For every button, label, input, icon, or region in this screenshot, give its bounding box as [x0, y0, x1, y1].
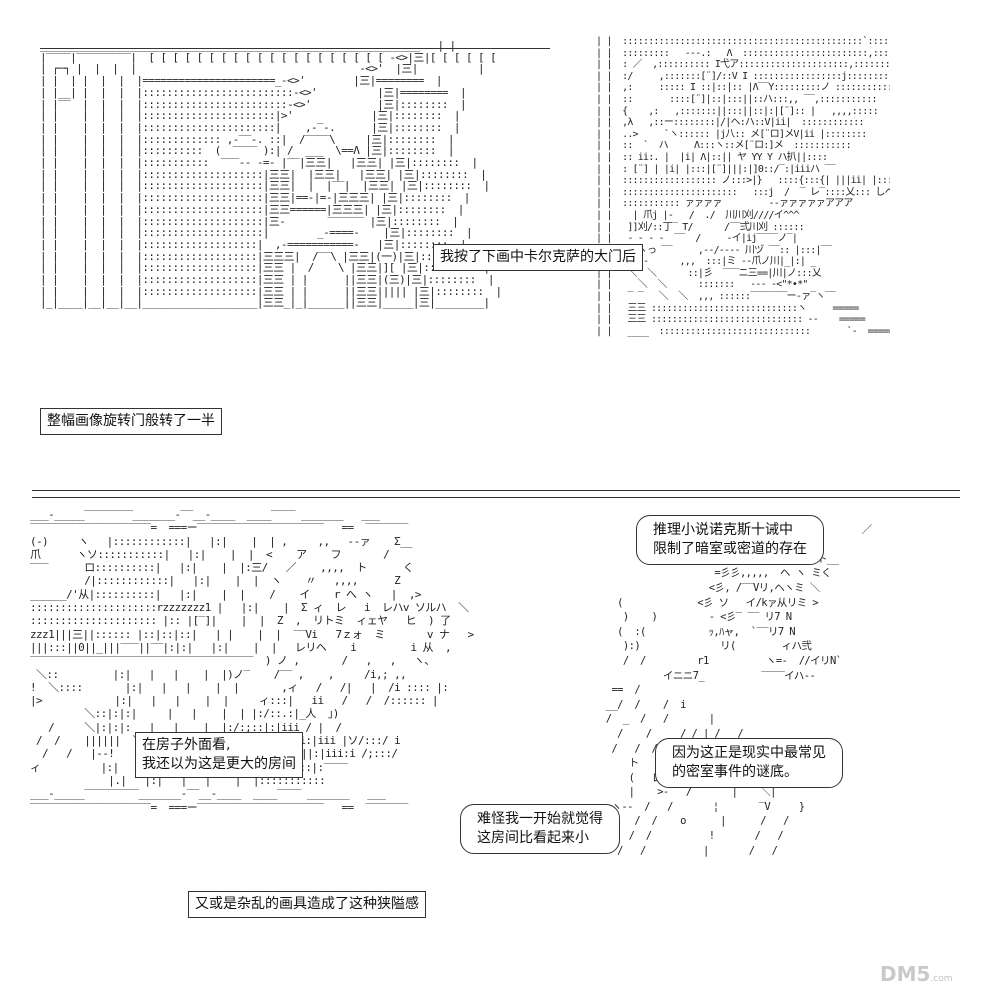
speech-bubble-knox-rules: 推理小说诺克斯十诫中 限制了暗室或密道的存在: [636, 515, 824, 565]
painting-scene-art: ________________________________________…: [40, 40, 502, 310]
bubble-line: 推理小说诺克斯十诫中: [653, 522, 793, 538]
watermark-domain: .com: [930, 974, 953, 984]
bubble-line: 难怪我一开始就觉得: [477, 811, 603, 827]
caption-outside-view: 在房子外面看, 我还以为这是更大的房间: [135, 732, 306, 781]
speech-bubble-common-solution: 因为这正是现实中最常见 的密室事件的谜底。: [655, 738, 843, 788]
bubble-line: 限制了暗室或密道的存在: [653, 541, 807, 557]
panel-divider-secondary: [32, 497, 960, 498]
caption-messy-tools: 又或是杂乱的画具造成了这种狭隘感: [188, 891, 429, 921]
caption-door-pressed: 我按了下画中卡尔克萨的大门后: [433, 244, 646, 274]
panel-divider: [32, 490, 960, 491]
site-watermark: DM5.com: [880, 962, 953, 986]
bubble-line: 因为这正是现实中最常见: [672, 745, 826, 761]
caption-painting-rotated: 整幅画像旋转门般转了一半: [40, 408, 225, 438]
caption-text: 我按了下画中卡尔克萨的大门后: [440, 249, 636, 265]
watermark-brand: DM5: [880, 962, 931, 986]
caption-line: 我还以为这是更大的房间: [142, 756, 296, 772]
speech-bubble-room-smaller: 难怪我一开始就觉得 这房间比看起来小: [460, 804, 620, 854]
top-panel-frame-line: [40, 48, 550, 49]
caption-text: 又或是杂乱的画具造成了这种狭隘感: [195, 896, 419, 912]
caption-line: 在房子外面看,: [142, 737, 231, 753]
caption-text: 整幅画像旋转门般转了一半: [47, 413, 215, 429]
bubble-line: 的密室事件的谜底。: [672, 764, 798, 780]
bubble-line: 这房间比看起来小: [477, 830, 589, 846]
